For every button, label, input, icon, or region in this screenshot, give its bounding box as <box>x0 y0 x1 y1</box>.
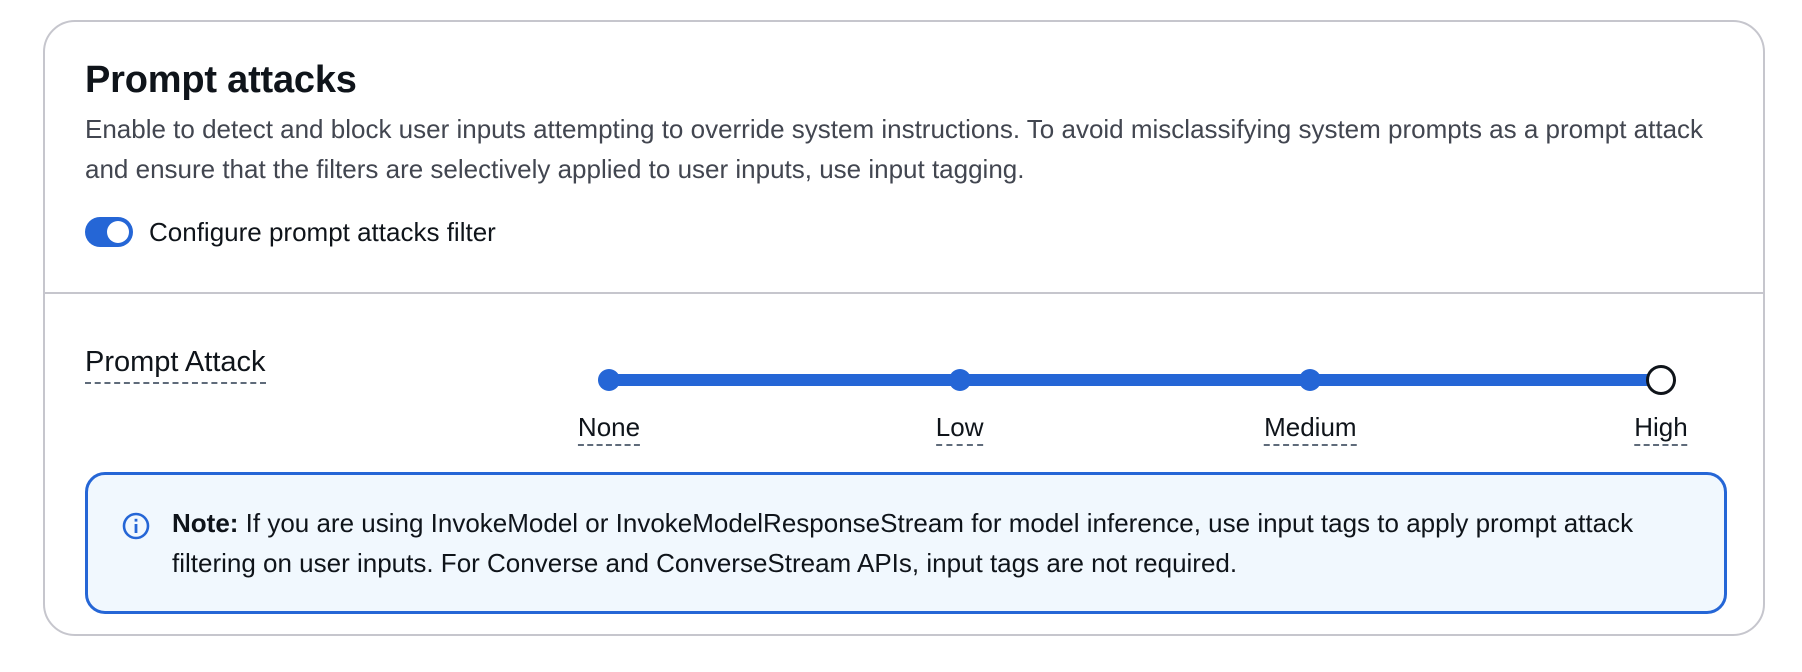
slider-stop-none[interactable] <box>598 369 620 391</box>
note-alert: Note: If you are using InvokeModel or In… <box>85 472 1727 614</box>
slider-label-low[interactable]: Low <box>935 410 984 446</box>
section-title: Prompt attacks <box>85 59 357 101</box>
toggle-knob <box>107 221 129 243</box>
info-icon <box>122 512 150 540</box>
configure-filter-toggle-row[interactable]: Configure prompt attacks filter <box>85 212 496 252</box>
section-description: Enable to detect and block user inputs a… <box>85 114 1704 184</box>
note-text: Note: If you are using InvokeModel or In… <box>172 503 1692 583</box>
note-prefix: Note: <box>172 508 239 538</box>
slider-stop-low[interactable] <box>948 369 971 391</box>
slider-thumb[interactable] <box>1646 365 1676 395</box>
slider-label-none[interactable]: None <box>577 410 641 446</box>
configure-filter-toggle[interactable] <box>85 217 133 247</box>
slider-label-medium[interactable]: Medium <box>1264 410 1357 446</box>
toggle-label: Configure prompt attacks filter <box>149 217 496 247</box>
filter-strength-slider[interactable]: None Low Medium High <box>577 352 1735 452</box>
panel-header: Prompt attacks Enable to detect and bloc… <box>45 22 1763 294</box>
slider-label-high[interactable]: High <box>1634 410 1688 446</box>
note-body: If you are using InvokeModel or InvokeMo… <box>172 508 1634 578</box>
prompt-attacks-panel: Prompt attacks Enable to detect and bloc… <box>43 20 1765 636</box>
slider-track[interactable] <box>609 374 1661 386</box>
slider-stop-medium[interactable] <box>1299 369 1322 391</box>
prompt-attack-label[interactable]: Prompt Attack <box>85 342 266 384</box>
